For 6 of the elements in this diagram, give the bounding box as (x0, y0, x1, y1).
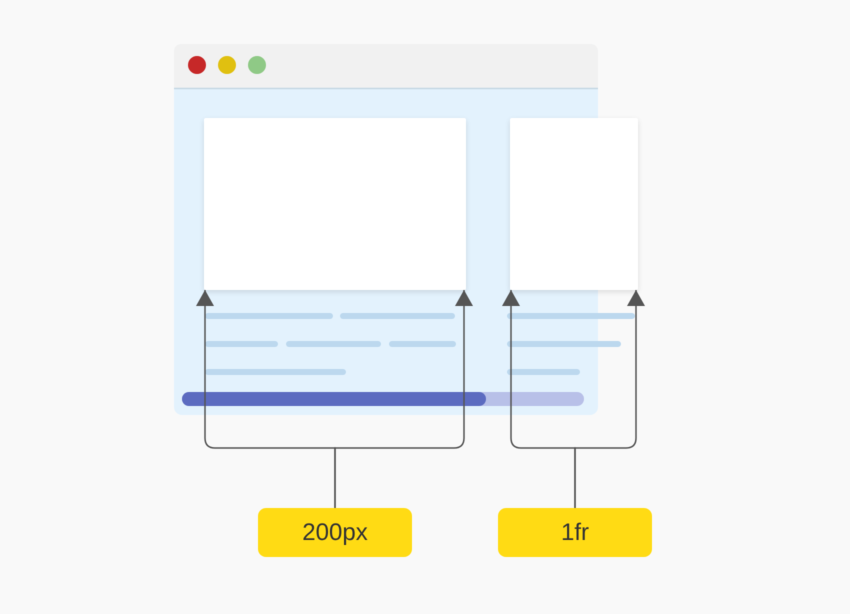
grid-card (204, 118, 466, 290)
size-label: 1fr (498, 508, 652, 557)
size-label: 200px (258, 508, 412, 557)
arrow (334, 290, 473, 508)
arrow (574, 290, 645, 508)
grid-card (510, 118, 638, 290)
